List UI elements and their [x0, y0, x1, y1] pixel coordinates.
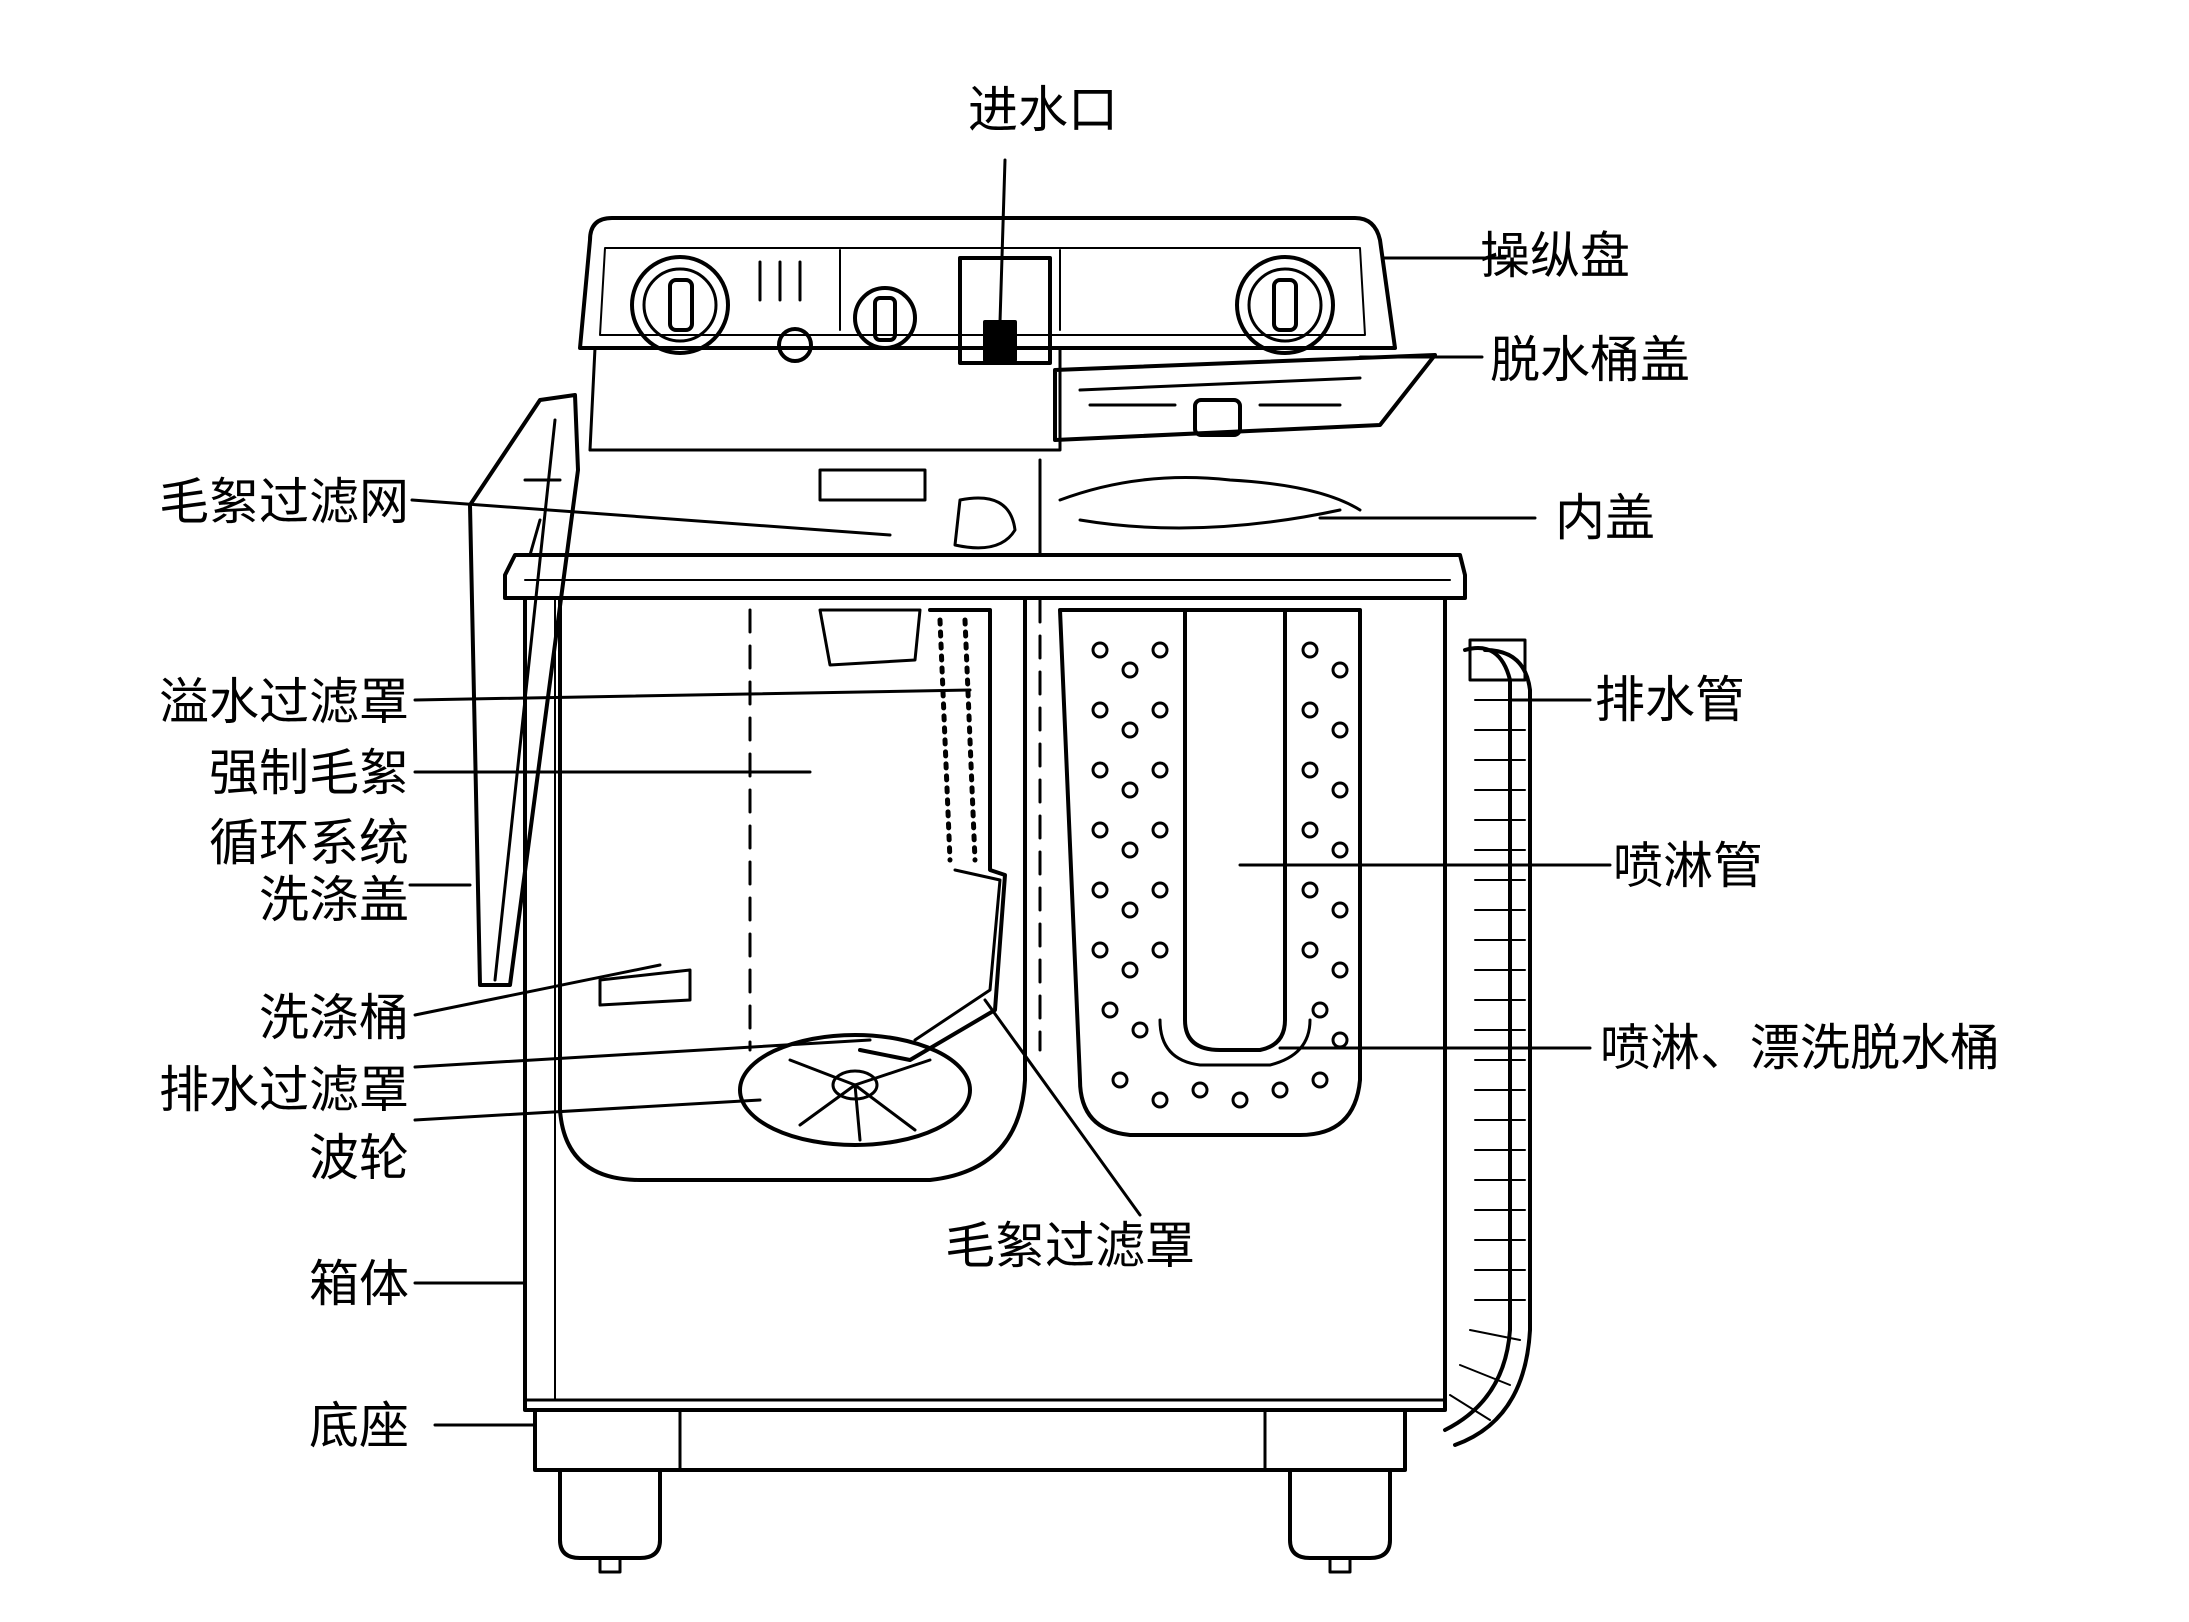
machine-base — [533, 1408, 1407, 1574]
label-base: 底座 — [309, 1397, 409, 1455]
label-wash-lid: 洗涤盖 — [259, 871, 409, 929]
spin-tub-drawing — [1058, 476, 1362, 1137]
label-spray-rinse-spin-tub: 喷淋、漂洗脱水桶 — [1600, 1019, 2000, 1077]
label-forced-lint-circulation-line1: 强制毛絮 — [209, 744, 409, 802]
label-spin-tub-lid: 脱水桶盖 — [1490, 331, 1690, 389]
label-wash-tub: 洗涤桶 — [259, 989, 409, 1047]
label-spray-pipe: 喷淋管 — [1613, 837, 1763, 895]
label-pulsator: 波轮 — [309, 1129, 409, 1187]
top-deck — [503, 458, 1467, 600]
spin-tub-lid-drawing — [1053, 353, 1437, 442]
label-overflow-filter-cover: 溢水过滤罩 — [159, 673, 409, 731]
control-panel-drawing — [578, 158, 1397, 452]
label-drain-hose: 排水管 — [1595, 671, 1745, 729]
label-forced-lint-circulation-line2: 循环系统 — [209, 814, 409, 872]
spin-tub-perforations — [1091, 641, 1349, 1109]
label-lint-filter-cover: 毛絮过滤罩 — [945, 1217, 1195, 1275]
label-water-inlet: 进水口 — [968, 81, 1118, 139]
label-drain-filter-cover: 排水过滤罩 — [159, 1061, 409, 1119]
label-lint-filter-net: 毛絮过滤网 — [159, 473, 409, 531]
label-cabinet: 箱体 — [309, 1255, 409, 1313]
label-inner-lid: 内盖 — [1555, 489, 1655, 547]
leader-lines — [408, 256, 1612, 1427]
pulsator-drawing — [738, 1033, 972, 1147]
cabinet-body — [523, 596, 1447, 1412]
wash-tub-drawing — [558, 468, 1042, 1182]
label-control-panel: 操纵盘 — [1480, 227, 1630, 285]
lint-filter-channel — [818, 608, 1007, 1062]
drain-hose-drawing — [1443, 638, 1532, 1447]
